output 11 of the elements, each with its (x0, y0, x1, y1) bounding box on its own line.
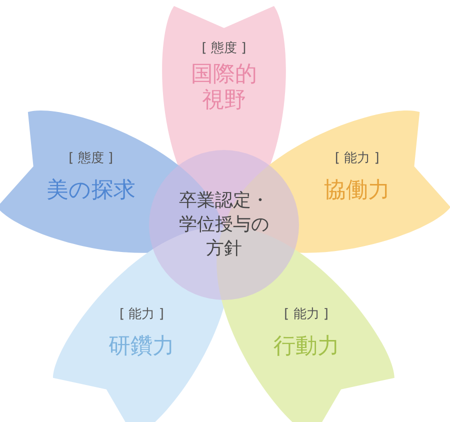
petal-title: 研鑽力 (108, 334, 175, 360)
center-label: 卒業認定・学位授与の方針 (178, 189, 270, 261)
petal-title: 協働力 (324, 178, 390, 204)
petal-title: 美の探求 (46, 178, 136, 204)
category-tag: [ 態度 ] (202, 39, 246, 57)
category-tag: [ 能力 ] (334, 148, 380, 167)
category-tag: [ 能力 ] (119, 305, 164, 324)
petal-title: 行動力 (273, 334, 340, 360)
petal-title: 国際的視野 (190, 62, 258, 114)
category-tag: [ 態度 ] (68, 148, 114, 167)
category-tag: [ 能力 ] (284, 305, 328, 324)
